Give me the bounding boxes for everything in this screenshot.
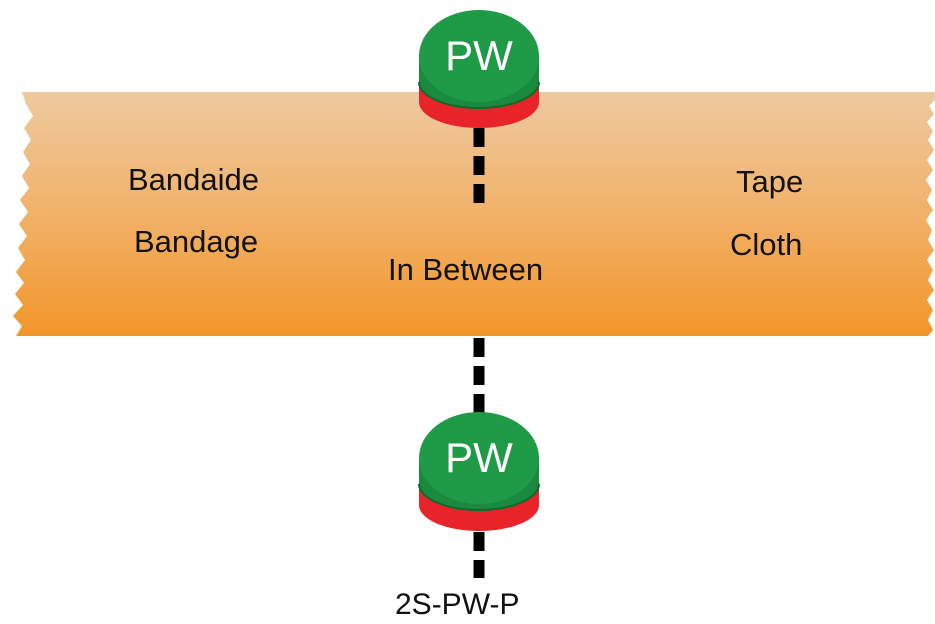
pw-device-top [418, 10, 540, 128]
tape-center-label: In Between [388, 252, 544, 287]
pw-device-top-label: PW [445, 32, 513, 79]
tape-right-line-1: Tape [736, 164, 804, 199]
connector-mark [459, 405, 464, 415]
tape-strip [13, 92, 935, 336]
tape-right-line-2: Cloth [730, 227, 803, 262]
pw-device-bottom [418, 412, 540, 531]
connector-mark [497, 405, 502, 415]
tape-left-line-1: Bandaide [128, 162, 260, 197]
tape-left-line-2: Bandage [134, 224, 259, 259]
pw-device-bottom-label: PW [445, 434, 513, 481]
bottom-caption: 2S-PW-P [395, 588, 520, 621]
